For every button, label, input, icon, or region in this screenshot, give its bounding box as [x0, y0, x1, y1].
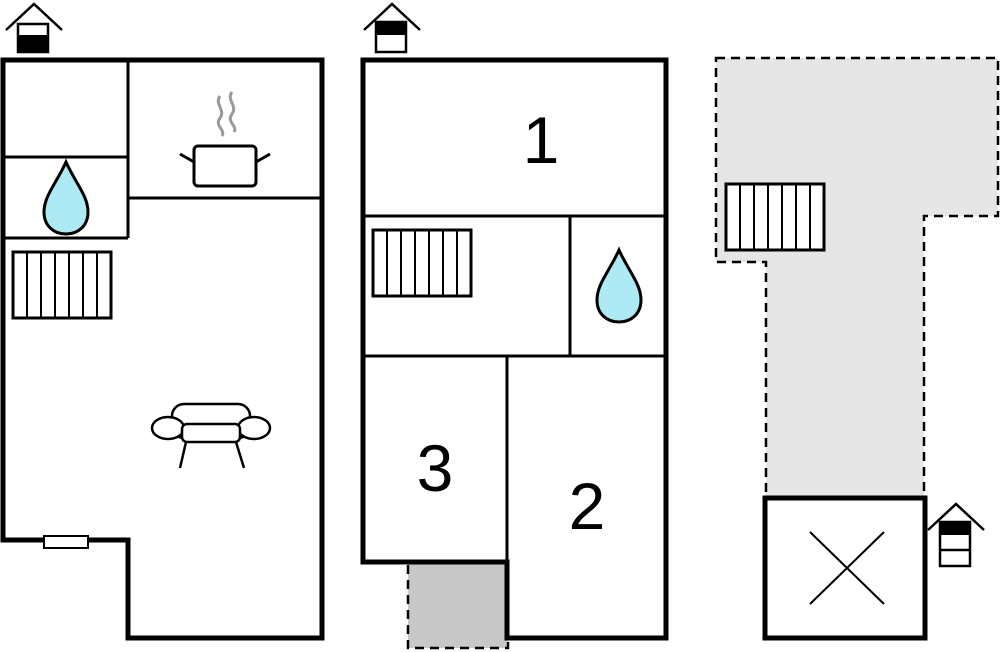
bathroom-water-drop-icon	[42, 158, 90, 236]
stairs-icon	[724, 182, 826, 252]
room-number-2: 2	[569, 469, 606, 543]
balcony-area	[406, 560, 510, 650]
house-level-ground-icon	[5, 2, 63, 54]
stairs-icon	[11, 250, 113, 320]
void-cross-icon	[762, 495, 928, 641]
first-outer-wall	[360, 57, 669, 641]
room-number-3: 3	[417, 431, 454, 505]
floor-attic	[714, 56, 1000, 641]
house-level-attic-icon	[927, 502, 985, 568]
living-room-sofa-icon	[150, 402, 272, 469]
ground-outer-wall	[0, 57, 325, 641]
ground-interior-walls	[3, 60, 322, 240]
first-interior-walls	[363, 214, 666, 562]
floor-ground	[0, 2, 325, 641]
window-icon	[43, 535, 89, 549]
kitchen-pot-icon	[179, 91, 271, 188]
bathroom-water-drop-icon	[595, 246, 643, 324]
house-level-first-icon	[363, 2, 421, 54]
attic-open-area	[714, 56, 1000, 500]
floor-first: 1 3 2	[360, 2, 669, 650]
stairs-icon	[371, 228, 473, 298]
room-number-1: 1	[523, 103, 560, 177]
